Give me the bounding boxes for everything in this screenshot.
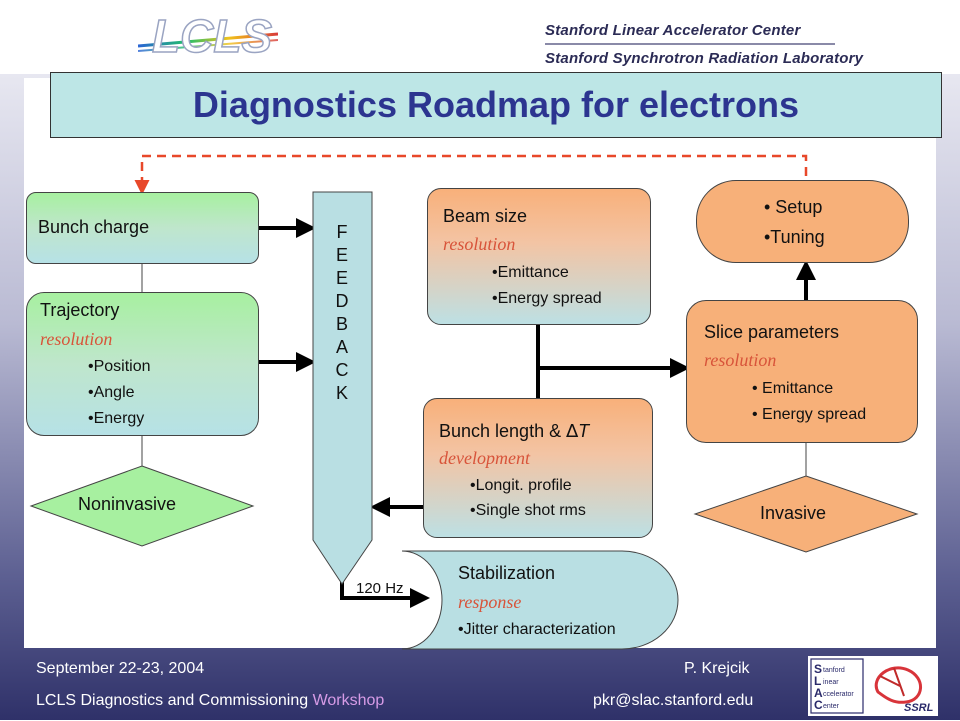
bunch-charge-label: Bunch charge [38,217,150,237]
trajectory-label: Trajectory [40,300,120,320]
feedback-letter: F [336,222,348,242]
trajectory-bullet-3: •Energy [88,410,145,427]
slac-word-3: ccelerator [823,691,854,698]
bunch-length-box [423,398,653,538]
slac-letter-a: A [814,686,823,700]
title-box: Diagnostics Roadmap for electrons [50,72,942,138]
trajectory-bullet-1: •Position [88,358,151,375]
feedback-letter: D [335,291,349,311]
org-line-2: Stanford Synchrotron Radiation Laborator… [545,50,864,67]
feedback-block [312,191,373,585]
beam-size-sub: resolution [443,234,516,254]
noninvasive-diamond [29,465,255,547]
slac-word-2: inear [823,679,839,686]
slice-params-sub: resolution [704,350,777,370]
slac-word-4: enter [823,703,840,710]
t-symbol: T [578,421,590,441]
footer-event-main: LCLS Diagnostics and Commissioning [36,692,313,709]
footer-author: P. Krejcik [684,660,750,677]
ssrl-ring-icon [874,666,922,704]
stabilization-bullet-1: •Jitter characterization [458,621,616,638]
footer-date: September 22-23, 2004 [36,660,205,677]
ssrl-text: SSRL [904,702,934,714]
lcls-logo-text: LCLS [152,10,272,62]
slice-bullet-1: • Emittance [752,380,834,397]
feedback-letter: E [335,245,348,265]
bunch-length-label: Bunch length & ∆T [439,421,589,442]
stabilization-label: Stabilization [458,563,556,583]
frequency-label: 120 Hz [356,580,404,597]
slac-letter-s: S [814,662,822,676]
stabilization-sub: response [458,592,522,612]
invasive-label: Invasive [760,503,827,523]
ssrl-ray-icon [879,667,905,697]
bunch-length-bullet-2: •Single shot rms [470,502,586,519]
feedback-letter: K [335,383,348,403]
dashed-feedback-arrow [134,154,808,195]
trajectory-bullet-2: •Angle [88,384,135,401]
header-band [0,0,960,74]
feedback-letter: A [335,337,348,357]
bunch-length-sub: development [439,448,530,468]
trajectory-box [26,292,259,436]
bunch-charge-box [26,192,259,264]
page-title: Diagnostics Roadmap for electrons [192,84,800,125]
feedback-letter: E [335,268,348,288]
beam-size-bullet-1: •Emittance [492,264,569,281]
footer-email[interactable]: pkr@slac.stanford.edu [593,692,754,709]
beam-size-box [427,188,651,325]
bunch-length-text: Bunch length & [439,421,567,441]
invasive-diamond [693,475,919,553]
arrow-feedback-to-stabilization [340,582,430,608]
bunch-length-bullet-1: •Longit. profile [470,477,572,494]
slac-ssrl-logo: S tanford L inear A ccelerator C enter S… [808,656,938,716]
slice-params-box [686,300,918,443]
footer-event: LCLS Diagnostics and Commissioning Works… [36,692,384,710]
lcls-logo: LCLS [138,9,278,63]
delta-symbol: ∆ [566,421,579,442]
slice-params-label: Slice parameters [704,322,840,342]
slac-letter-c: C [814,698,823,712]
feedback-letter: C [335,360,349,380]
header-divider [545,43,835,45]
slice-bullet-2: • Energy spread [752,406,867,423]
slac-word-1: tanford [823,667,845,674]
stabilization-box [401,550,679,650]
setup-bullet-2: •Tuning [764,227,825,247]
setup-bullet-1: • Setup [764,197,823,217]
beam-size-label: Beam size [443,206,528,226]
trajectory-sub: resolution [40,329,113,349]
slac-logo-graphic: S tanford L inear A ccelerator C enter S… [810,658,934,714]
org-line-1: Stanford Linear Accelerator Center [545,22,801,39]
slac-letter-l: L [814,674,821,688]
feedback-letter: B [335,314,348,334]
setup-box [696,180,909,263]
footer-event-workshop: Workshop [312,692,385,709]
beam-size-bullet-2: •Energy spread [492,290,602,307]
noninvasive-label: Noninvasive [78,494,177,514]
